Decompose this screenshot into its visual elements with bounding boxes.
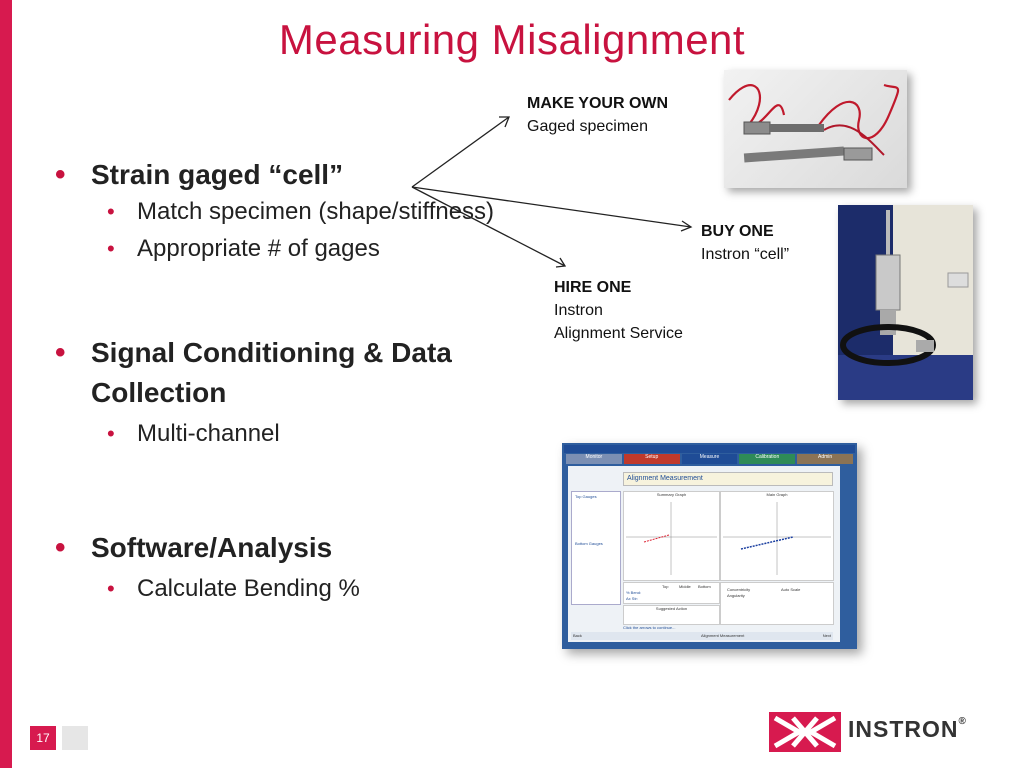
panel-title: Alignment Measurement	[623, 472, 833, 486]
main-graph-title: Main Graph	[766, 492, 788, 497]
page-number: 17	[30, 726, 56, 750]
auto-scale-option[interactable]: Auto Scale	[781, 587, 801, 592]
bullet-dot: •	[107, 236, 115, 261]
col-top: Top	[662, 584, 669, 589]
bullet-dot: •	[55, 158, 66, 191]
instron-logo-mark	[769, 712, 841, 752]
progress-label: Alignment Measurement	[701, 633, 745, 638]
tab-admin[interactable]: Admin	[797, 454, 853, 464]
alignment-cell-photo	[838, 205, 973, 400]
sub-bullet-multichannel: •Multi-channel	[55, 417, 495, 450]
bullet-software: •Software/Analysis	[55, 528, 495, 568]
summary-graph-title: Summary Graph	[656, 492, 687, 497]
arrow-hire	[411, 186, 566, 267]
window-titlebar	[564, 445, 855, 453]
suggested-action-label: Suggested Action	[655, 606, 688, 611]
bullet-dot: •	[55, 531, 66, 564]
col-bottom: Bottom	[698, 584, 711, 589]
arrowhead-buy	[680, 220, 693, 232]
summary-graph-plot	[626, 502, 717, 575]
main-panel: Alignment Measurement Top Gauges Bottom …	[568, 466, 840, 642]
main-graph-plot	[723, 502, 831, 575]
row-ax-str: Ax Str:	[626, 596, 639, 601]
col-middle: Middle	[679, 584, 691, 589]
option-hire-one: HIRE ONE Instron Alignment Service	[554, 279, 683, 342]
tab-measure[interactable]: Measure	[681, 454, 738, 464]
results-table: Top Middle Bottom % Bend: Ax Str:	[623, 582, 720, 604]
alignment-cell-illustration	[838, 205, 973, 400]
accent-bar	[0, 0, 12, 768]
summary-graph: Summary Graph	[623, 491, 720, 581]
next-button[interactable]: Next	[822, 633, 831, 638]
arrowhead-make	[499, 116, 510, 128]
bullet-dot: •	[107, 576, 115, 601]
gaged-specimen-illustration	[728, 83, 900, 163]
arrowhead-hire	[555, 257, 567, 268]
page-number-box	[62, 726, 88, 750]
option-make-your-own: MAKE YOUR OWN Gaged specimen	[527, 95, 669, 135]
bullet-dot: •	[107, 421, 115, 446]
arrow-make	[411, 116, 510, 188]
bottom-gauges-label: Bottom Gauges	[575, 541, 603, 546]
bullet-list: •Strain gaged “cell” •Match specimen (sh…	[55, 155, 495, 605]
bullet-dot: •	[55, 336, 66, 369]
row-pct-bend: % Bend:	[626, 590, 642, 595]
sub-bullet-bending: •Calculate Bending %	[55, 572, 495, 605]
bullet-strain-cell: •Strain gaged “cell”	[55, 155, 495, 195]
arrow-buy	[411, 186, 692, 228]
gaged-specimen-photo	[724, 70, 907, 188]
back-button[interactable]: Back	[573, 633, 582, 638]
page-title: Measuring Misalignment	[278, 16, 746, 63]
instron-logo-text: INSTRON®	[848, 716, 967, 742]
continue-hint: Click the arrows to continue...	[623, 625, 676, 630]
tab-bar: Monitor Setup Measure Calibration Admin	[566, 454, 853, 464]
angularity-option[interactable]: Angularity	[727, 593, 745, 598]
bullet-signal-conditioning: •Signal Conditioning & Data Collection	[55, 333, 495, 413]
tab-monitor[interactable]: Monitor	[566, 454, 622, 464]
top-gauges-label: Top Gauges	[575, 494, 597, 499]
gauge-list: Top Gauges Bottom Gauges	[571, 491, 621, 605]
options-box: Concentricity Angularity Auto Scale	[720, 582, 834, 625]
tab-setup[interactable]: Setup	[623, 454, 680, 464]
sub-bullet-match-specimen: •Match specimen (shape/stiffness)	[55, 195, 495, 228]
bullet-dot: •	[107, 199, 115, 224]
suggested-action-box: Suggested Action	[623, 605, 720, 625]
tab-calibration[interactable]: Calibration	[739, 454, 796, 464]
option-buy-one: BUY ONE Instron “cell”	[701, 223, 790, 263]
sub-bullet-gages: •Appropriate # of gages	[55, 232, 495, 265]
main-graph: Main Graph	[720, 491, 834, 581]
concentricity-option[interactable]: Concentricity	[727, 587, 751, 592]
progress-bar: Back Alignment Measurement Next	[571, 632, 833, 640]
alignpro-software-window: Monitor Setup Measure Calibration Admin …	[562, 443, 857, 649]
